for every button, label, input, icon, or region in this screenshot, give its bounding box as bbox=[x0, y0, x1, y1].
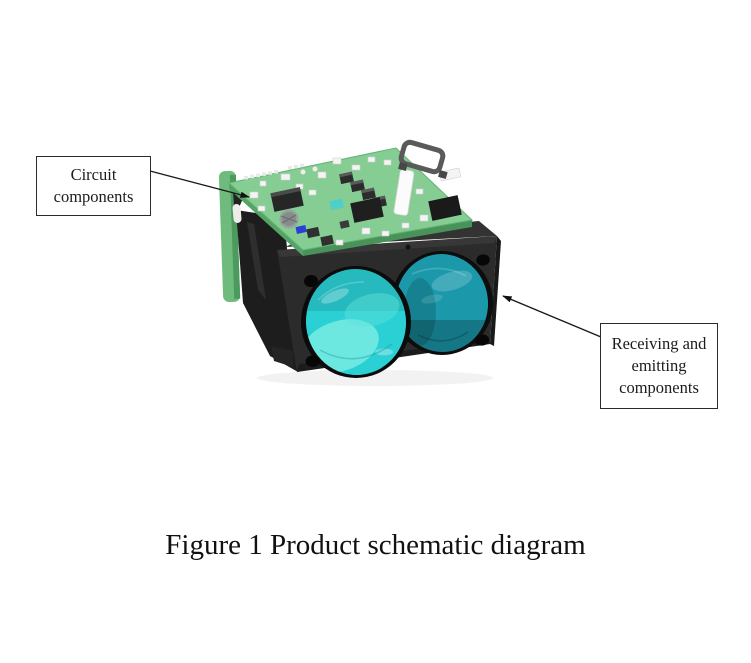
right-lens bbox=[395, 254, 489, 352]
housing-right-edge bbox=[490, 236, 501, 346]
pcb-components bbox=[244, 139, 462, 247]
callout-circuit-line2: components bbox=[53, 187, 134, 206]
pcb-edge-front bbox=[303, 220, 472, 256]
side-label-capsule bbox=[232, 204, 242, 223]
callout-receiving-line3: components bbox=[619, 378, 699, 397]
mount-hole-top-right bbox=[476, 254, 490, 266]
mount-hole-top-left bbox=[304, 274, 318, 288]
callout-receiving-line1: Receiving and bbox=[611, 334, 707, 353]
leader-line-receiving bbox=[502, 295, 602, 338]
pcb-edge-left bbox=[229, 183, 303, 256]
mount-hole-bottom-left bbox=[305, 355, 321, 367]
housing-foot bbox=[271, 346, 293, 367]
housing-front-bevel bbox=[277, 236, 497, 257]
callout-circuit-components: Circuit components bbox=[36, 156, 151, 216]
callout-circuit-line1: Circuit bbox=[70, 165, 117, 184]
device-shadow bbox=[257, 370, 493, 386]
top-screw-dot bbox=[405, 244, 411, 250]
callout-receiving-emitting: Receiving and emitting components bbox=[600, 323, 718, 409]
callout-receiving-line2: emitting bbox=[631, 356, 687, 375]
housing-left-highlight bbox=[247, 222, 266, 300]
pcb-bracket bbox=[398, 139, 448, 179]
mount-hole-bottom-right bbox=[474, 334, 490, 346]
figure-caption: Figure 1 Product schematic diagram bbox=[165, 529, 586, 561]
leader-line-circuit bbox=[149, 170, 250, 198]
